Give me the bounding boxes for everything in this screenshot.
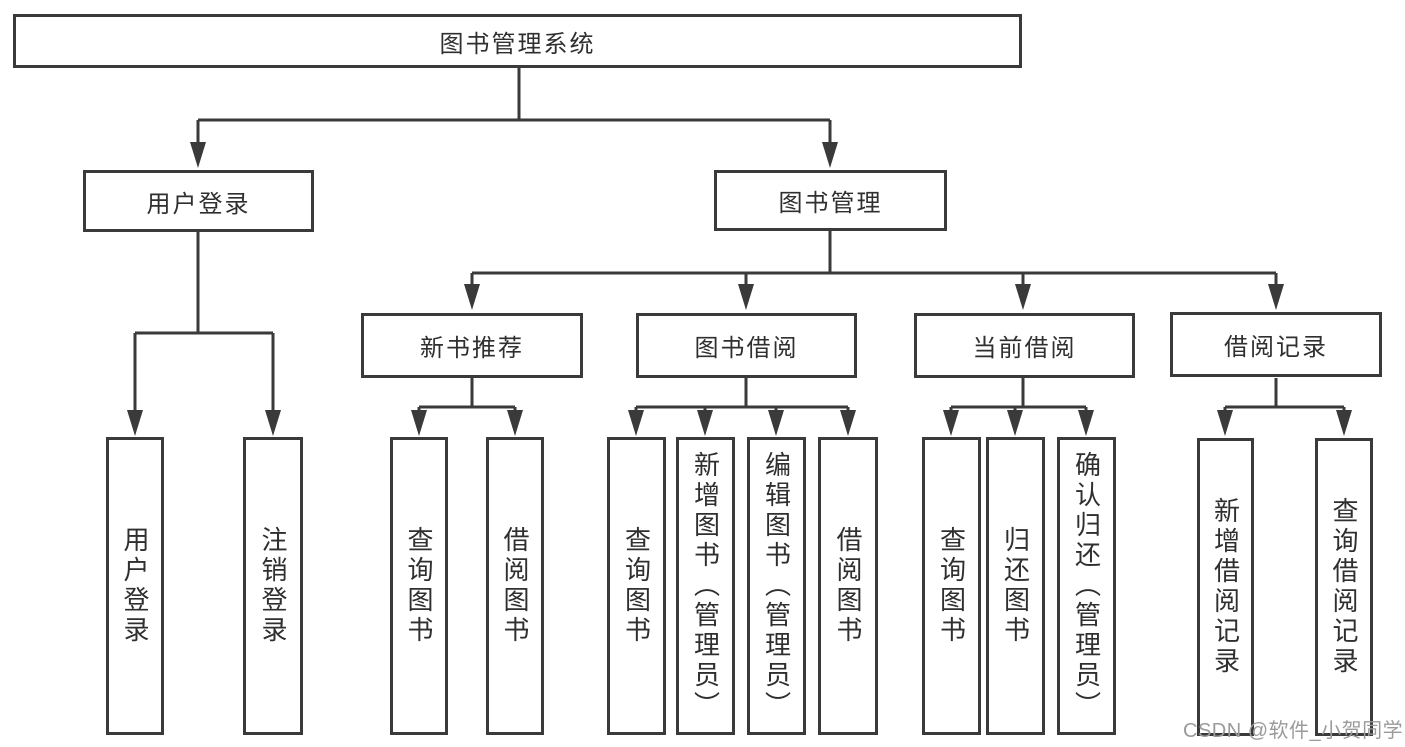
node-label: 新增图书（管理员）	[690, 451, 721, 721]
leaf-query-books-current: 查询图书	[922, 437, 981, 735]
node-label: 归还图书	[1000, 526, 1031, 646]
leaf-add-books-admin: 新增图书（管理员）	[676, 437, 735, 735]
leaf-return-books: 归还图书	[986, 437, 1045, 735]
node-label: 借阅记录	[1224, 334, 1328, 361]
connector-paths	[133, 68, 1346, 414]
node-label: 借阅图书	[833, 526, 863, 646]
node-label: 用户登录	[146, 190, 251, 218]
node-label: 当前借阅	[972, 335, 1077, 362]
leaf-borrow-books-recommend: 借阅图书	[486, 437, 544, 735]
node-label: 查询借阅记录	[1329, 497, 1359, 677]
node-root-system: 图书管理系统	[13, 14, 1022, 68]
node-borrowing-records: 借阅记录	[1170, 312, 1382, 377]
node-label: 注销登录	[258, 526, 288, 646]
leaf-logout: 注销登录	[243, 437, 303, 735]
leaf-confirm-return-admin: 确认归还（管理员）	[1057, 437, 1116, 735]
csdn-watermark: CSDN @软件_小贺同学	[1183, 720, 1404, 742]
node-label: 查询图书	[404, 526, 434, 646]
node-book-borrowing: 图书借阅	[636, 313, 857, 378]
node-label: 图书借阅	[694, 335, 799, 362]
node-label: 借阅图书	[500, 526, 530, 646]
node-label: 图书管理	[778, 190, 883, 217]
node-current-borrowing: 当前借阅	[914, 313, 1135, 378]
node-label: 图书管理系统	[439, 30, 596, 58]
leaf-user-login: 用户登录	[106, 437, 164, 735]
node-user-login: 用户登录	[83, 170, 314, 232]
node-label: 新增借阅记录	[1210, 497, 1241, 677]
node-new-book-recommend: 新书推荐	[361, 313, 583, 378]
arrowhead-icons	[127, 142, 1352, 436]
leaf-query-borrow-record: 查询借阅记录	[1315, 438, 1373, 736]
node-label: 新书推荐	[420, 335, 524, 362]
node-label: 确认归还（管理员）	[1071, 451, 1102, 721]
leaf-add-borrow-record: 新增借阅记录	[1197, 438, 1254, 736]
node-label: 查询图书	[936, 526, 967, 646]
leaf-edit-books-admin: 编辑图书（管理员）	[747, 437, 806, 735]
leaf-borrow-books: 借阅图书	[818, 437, 878, 735]
node-label: 查询图书	[621, 526, 652, 646]
node-label: 用户登录	[120, 526, 150, 646]
leaf-query-books-recommend: 查询图书	[390, 437, 448, 735]
leaf-query-books-borrowing: 查询图书	[607, 437, 666, 735]
node-label: 编辑图书（管理员）	[761, 451, 792, 721]
node-book-management: 图书管理	[714, 170, 947, 231]
